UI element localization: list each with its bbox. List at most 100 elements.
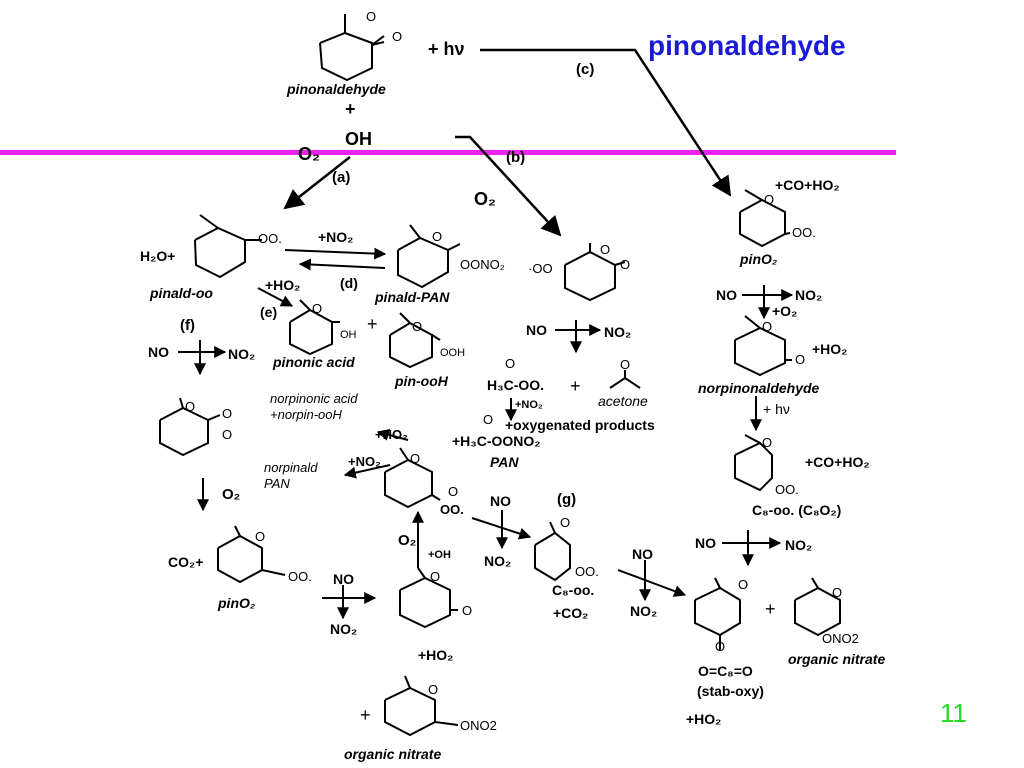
label-pin-ooh: pin-ooH [395,373,448,389]
label-oxygenated: +oxygenated products [505,417,655,433]
molecule-pinald-oo [194,214,262,279]
arrow-d-back [298,258,386,271]
label-pinald-pan: pinald-PAN [375,289,450,305]
atom-o-c8: O [762,435,773,450]
atom-o-f2: O [222,406,233,421]
slide-number: 11 [940,698,967,728]
atom-oo-pino2: OO. [792,225,816,240]
label-hv2: + hν [763,401,790,417]
atom-o-pinooh: O [412,319,423,334]
label-no2-bottom: NO₂ [330,621,358,637]
label-no2-right3: NO₂ [630,603,658,619]
label-g: (g) [557,491,577,508]
label-organic-nitrate-bottom: organic nitrate [344,746,442,762]
label-c: (c) [576,61,595,78]
atom-o-pan2: O [483,412,494,427]
label-no-g: NO [490,493,511,509]
label-no-f: NO [148,344,169,360]
atom-o-2: O [392,29,403,44]
label-pan: PAN [490,454,519,470]
label-b: (b) [506,149,526,166]
label-no2-f: NO₂ [228,346,256,362]
atom-oo-g: OO. [575,564,599,579]
label-co2-pin: CO₂+ [168,554,204,570]
atom-oo-c8: OO. [775,482,799,497]
atom-ooh: OOH [440,347,466,359]
molecule-organic-nitrate-bottom [384,675,459,737]
label-pan-mid: PAN [264,476,290,491]
atom-o-mid: O [410,451,421,466]
label-no2-b: NO₂ [604,324,632,340]
label-o2-add: +O₂ [772,303,798,319]
label-no-top-right: NO [716,287,737,303]
label-no-bottom: NO [333,571,354,587]
molecule-pinald-pan [397,224,461,289]
label-a: (a) [332,169,351,186]
molecule-f-intermediate [159,397,221,457]
atom-o-1: O [366,9,377,24]
label-o2-b: O₂ [474,189,496,209]
molecule-pino2-bottom [217,525,286,584]
atom-o-stab2: O [715,639,726,654]
atom-o-stab: O [738,577,749,592]
label-norpinonic: norpinonic acid [270,391,358,406]
slide-title: pinonaldehyde [648,30,846,61]
atom-o-bm2: O [462,603,473,618]
label-pinonic-acid: pinonic acid [273,354,355,370]
molecule-b-intermediate [564,243,626,302]
label-hv: + hν [428,39,465,59]
atom-o-nitrate-right: O [832,585,843,600]
atom-o-f: O [185,399,196,414]
label-d: (d) [340,275,358,291]
plus-sign-bottom: + [360,705,371,725]
atom-o-mid2: O [448,484,459,499]
label-o2-a: O₂ [298,144,320,164]
label-no-right2: NO [695,535,716,551]
label-o2-oh: O₂ [398,532,417,549]
label-o2-f: O₂ [222,486,241,503]
molecule-acetone [609,370,641,389]
label-co2-g: +CO₂ [553,605,589,621]
atom-o-pino2: O [764,192,775,207]
label-pinonaldehyde: pinonaldehyde [287,81,386,97]
arrow-no2-mid [343,464,391,479]
atom-oh-pinonic: OH [340,329,357,341]
molecule-pinonaldehyde-top [319,14,385,82]
label-ho2-e: +HO₂ [265,277,301,293]
label-co-ho2-right: +CO+HO₂ [805,454,870,470]
arrow-a [283,156,351,210]
label-ho2-stab: +HO₂ [686,711,722,727]
label-h3c-oono2: +H₃C-OONO₂ [452,433,541,449]
atom-o-pin-bottom: O [255,529,266,544]
label-c8-oo-g: C₈-oo. [552,582,595,598]
arrow-no-right3 [617,569,687,597]
label-no2-right2: NO₂ [785,537,813,553]
atom-o-norpin: O [762,319,773,334]
label-acetone: acetone [598,393,648,409]
label-h3c-oo: H₃C-OO. [487,377,545,393]
atom-o-b2: O [620,257,631,272]
arrow-c [480,48,732,197]
label-ho2-bottom: +HO₂ [418,647,454,663]
plus-sign-2: + [367,314,378,334]
molecule-norpinonaldehyde [734,315,792,377]
arrow-e [257,287,294,307]
atom-o-norpin2: O [795,352,806,367]
plus-sign-3: + [570,376,581,396]
label-ono2-bottom: ONO2 [460,718,497,733]
label-norpinald: norpinald [264,460,318,475]
label-ho2-norpin: +HO₂ [812,341,848,357]
label-f: (f) [180,317,195,334]
molecule-pin-ooh [389,312,441,369]
atom-oono2: OONO₂ [460,257,505,272]
molecule-pinonic-acid [289,299,340,356]
label-stab-oxy: (stab-oxy) [697,683,764,699]
atom-o-f3: O [222,427,233,442]
atom-o-pan: O [432,229,443,244]
molecule-organic-nitrate-right [794,577,841,637]
arrow-b [455,135,562,237]
label-no2-add: +NO₂ [318,229,354,245]
label-norpin-ooh: +norpin-ooH [270,407,342,422]
label-no2-mid: +NO₂ [348,454,381,469]
label-pino2-bottom: pinO₂ [218,595,256,611]
